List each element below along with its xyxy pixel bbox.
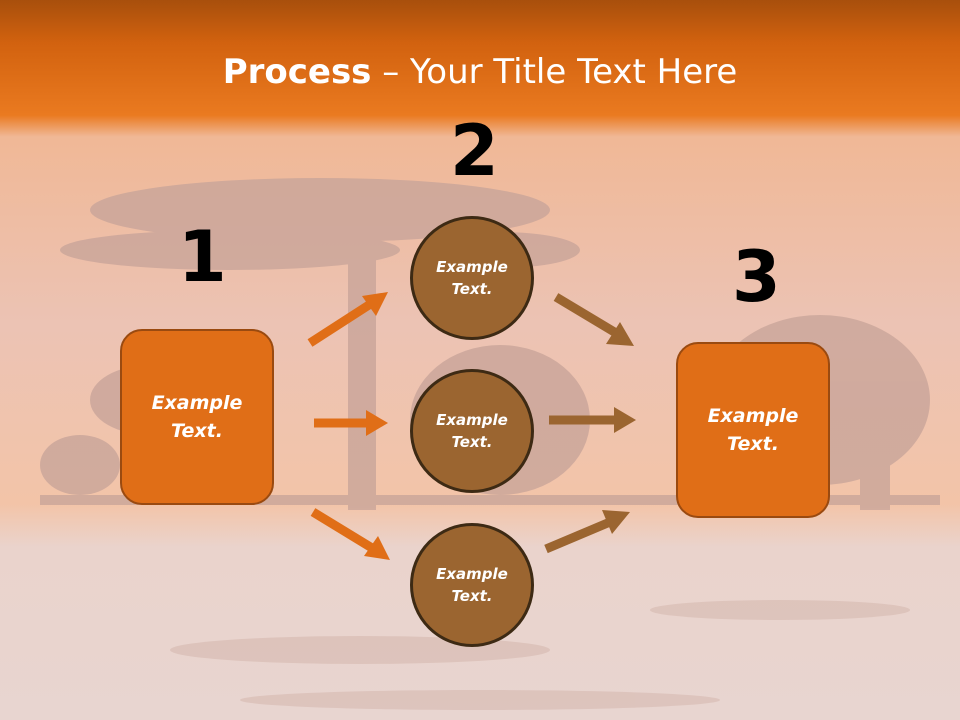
- circle-text-line: Text.: [451, 587, 493, 605]
- step-number-1: 1: [178, 216, 227, 298]
- circle-text-line: Text.: [451, 280, 493, 298]
- circle-text-line: Example: [436, 410, 508, 429]
- circle-text-line: Text.: [451, 433, 493, 451]
- box-text-line: Text.: [171, 420, 223, 442]
- step-number-2: 2: [450, 110, 499, 192]
- box-text-line: Text.: [727, 433, 779, 455]
- circle-text-line: Example: [436, 564, 508, 583]
- arrow-left-to-top: [307, 299, 375, 347]
- arrow-bottom-to-right: [544, 517, 612, 554]
- circle-text-line: Example: [436, 257, 508, 276]
- page-title: Process – Your Title Text Here: [222, 52, 738, 92]
- arrow-top-to-right: [553, 293, 619, 337]
- box-text-line: Example: [151, 391, 243, 414]
- step-number-3: 3: [732, 236, 781, 318]
- box-text-line: Example: [707, 404, 799, 427]
- arrow-left-to-bottom: [310, 508, 375, 552]
